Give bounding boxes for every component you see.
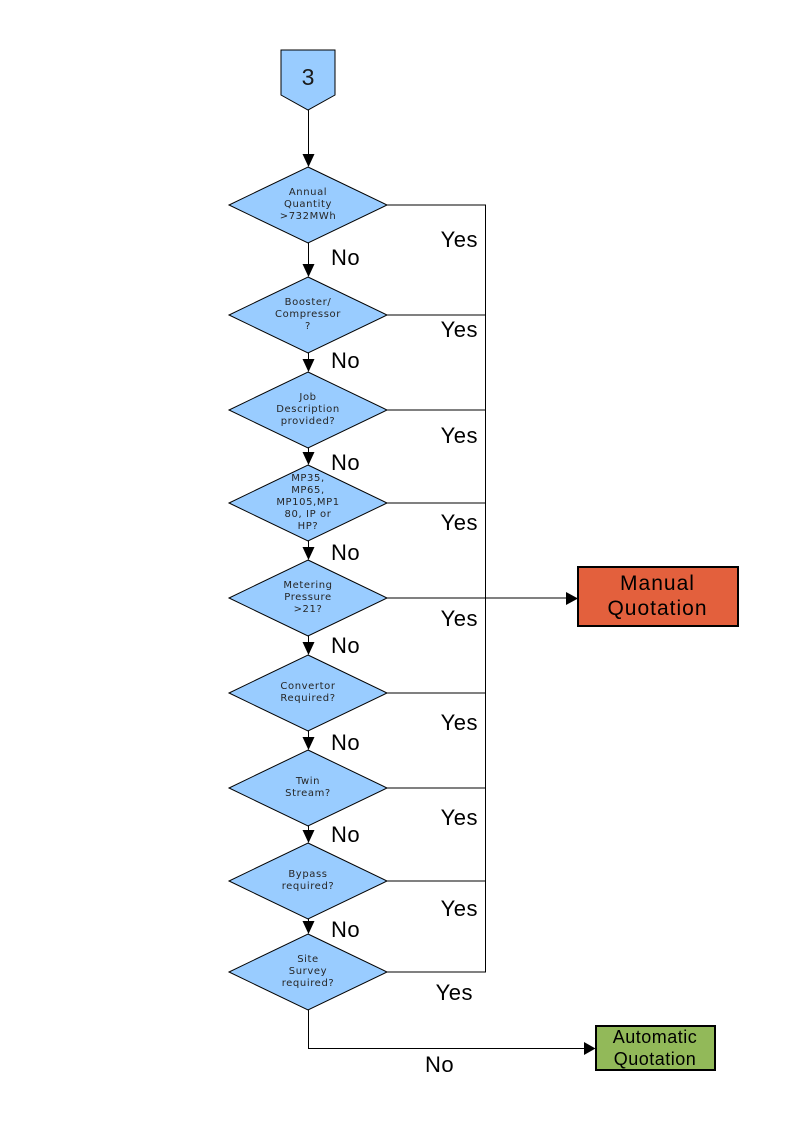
yes-label-metering-pressure: Yes: [440, 606, 478, 631]
arrowhead-into-d5: [302, 547, 315, 560]
no-label-annual-quantity: No: [331, 245, 361, 270]
arrowhead-into-automatic-quotation: [584, 1042, 596, 1055]
decision-annual-quantity-shape: [227, 166, 389, 244]
decision-job-description-label: Job Description provided?: [276, 392, 340, 427]
decision-metering-pressure-label: Metering Pressure >21?: [283, 580, 333, 615]
yes-label-site-survey: Yes: [435, 980, 473, 1005]
arrowhead-into-d3: [302, 359, 315, 372]
decision-bypass-label: Bypass required?: [281, 869, 335, 892]
no-label-twin-stream: No: [331, 822, 361, 847]
arrowhead-into-manual-quotation: [566, 592, 578, 605]
arrowhead-into-d6: [302, 642, 315, 655]
decision-site-survey-label: Site Survey required?: [281, 954, 335, 989]
yes-label-annual-quantity: Yes: [440, 227, 478, 252]
decision-booster-compressor-shape: [227, 276, 389, 354]
arrowhead-into-d2: [302, 264, 315, 277]
offpage-connector-shape: [280, 49, 336, 111]
no-label-booster-compressor: No: [331, 348, 361, 373]
decision-annual-quantity-label: Annual Quantity >732MWh: [279, 187, 337, 222]
decision-convertor-label: Convertor Required?: [280, 681, 336, 704]
arrowhead-into-d7: [302, 737, 315, 750]
no-label-meter-type: No: [331, 540, 361, 565]
no-label-job-description: No: [331, 450, 361, 475]
automatic-quotation-label: Automatic Quotation: [612, 1026, 698, 1069]
arrowhead-into-d9: [302, 921, 315, 934]
no-label-site-survey: No: [425, 1052, 455, 1077]
manual-quotation-label: Manual Quotation: [607, 572, 708, 620]
no-label-bypass: No: [331, 917, 361, 942]
decision-metering-pressure-shape: [227, 559, 389, 637]
no-label-metering-pressure: No: [331, 633, 361, 658]
offpage-connector-label: 3: [301, 63, 315, 90]
yes-label-bypass: Yes: [440, 896, 478, 921]
arrowhead-into-d4: [302, 452, 315, 465]
decision-twin-stream-shape: [227, 749, 389, 827]
manual-quotation-box: [577, 566, 739, 627]
yes-label-meter-type: Yes: [440, 510, 478, 535]
decision-meter-type-label: MP35, MP65, MP105,MP1 80, IP or HP?: [276, 473, 340, 532]
decision-job-description-shape: [227, 371, 389, 449]
arrowhead-into-d8: [302, 830, 315, 843]
yes-label-convertor: Yes: [440, 710, 478, 735]
yes-label-job-description: Yes: [440, 423, 478, 448]
decision-booster-compressor-label: Booster/ Compressor ?: [275, 297, 341, 332]
yes-label-twin-stream: Yes: [440, 805, 478, 830]
yes-label-booster-compressor: Yes: [440, 317, 478, 342]
decision-bypass-shape: [227, 842, 389, 920]
decision-convertor-shape: [227, 654, 389, 732]
arrowhead-into-d1: [302, 154, 315, 167]
automatic-quotation-box: [595, 1025, 716, 1071]
decision-twin-stream-label: Twin Stream?: [285, 776, 331, 799]
decision-meter-type-shape: [227, 464, 389, 542]
decision-site-survey-shape: [227, 933, 389, 1011]
no-label-convertor: No: [331, 730, 361, 755]
